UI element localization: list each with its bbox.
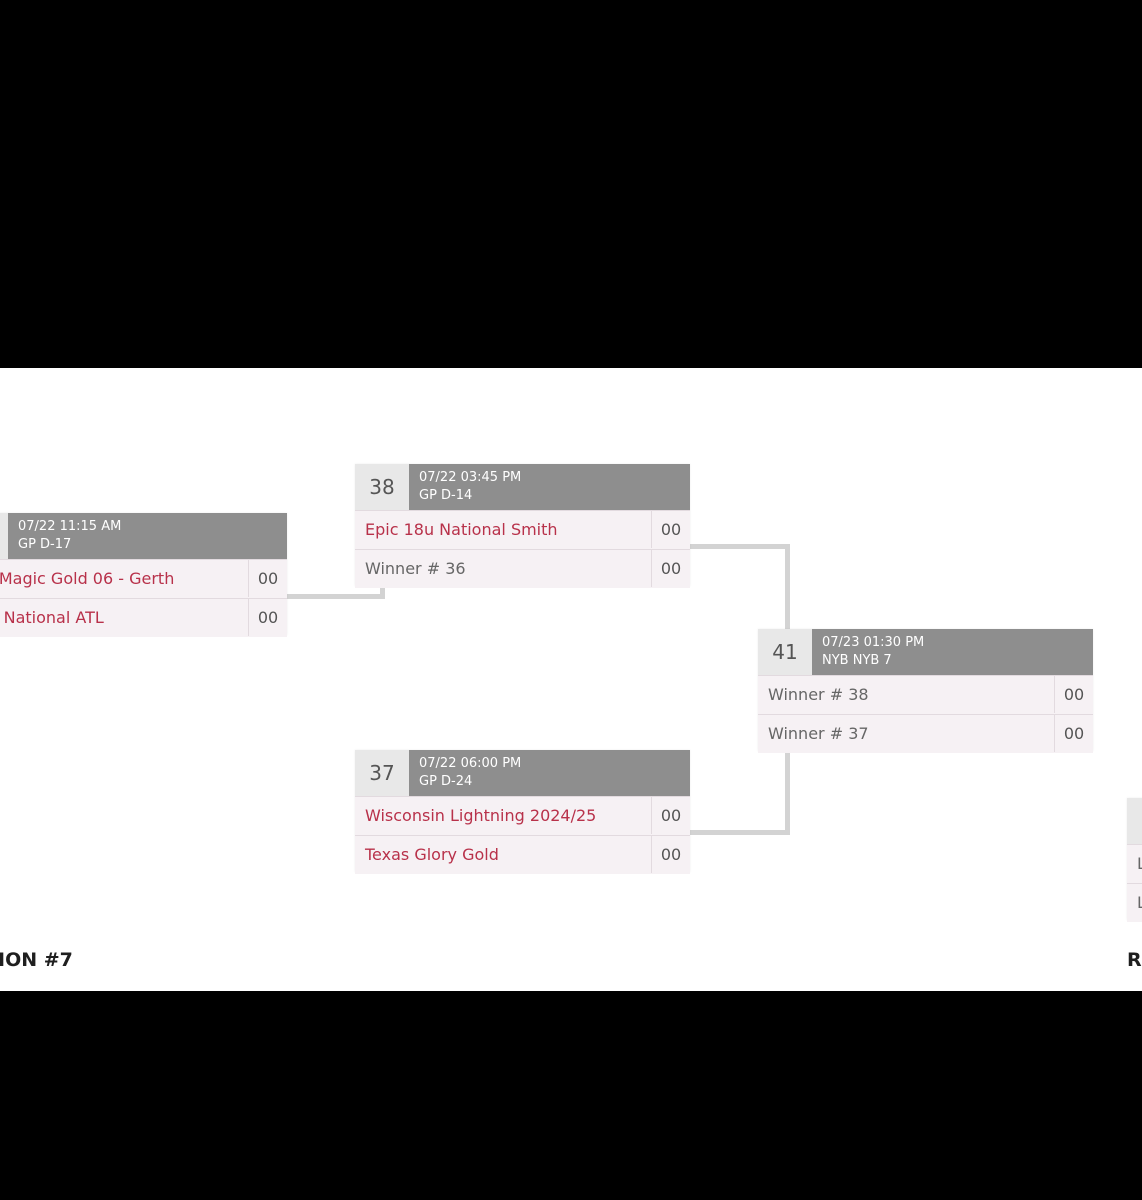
team-score: 00 bbox=[1054, 715, 1093, 752]
team-score: 00 bbox=[651, 550, 690, 587]
team-name[interactable]: Wisconsin Lightning 2024/25 bbox=[365, 806, 597, 825]
team-name[interactable]: Epic 18u National Smith bbox=[365, 520, 558, 539]
match-number: 38 bbox=[355, 464, 409, 510]
team-score: 00 bbox=[651, 836, 690, 873]
team-name: Winner # 37 bbox=[768, 724, 869, 743]
connector-38-v bbox=[785, 544, 790, 630]
match-datetime: 07/22 11:15 AM bbox=[18, 519, 122, 534]
match-location: GP D-17 bbox=[18, 537, 72, 552]
team-name: L bbox=[1137, 893, 1142, 912]
match-card-left[interactable]: 07/22 11:15 AM GP D-17 ana Magic Gold 06… bbox=[0, 513, 287, 637]
team-score: 00 bbox=[248, 560, 287, 597]
team-name[interactable]: hots National ATL bbox=[0, 608, 104, 627]
team-row[interactable]: ana Magic Gold 06 - Gerth 00 bbox=[0, 559, 287, 598]
match-info: 07/22 06:00 PM GP D-24 bbox=[419, 755, 521, 791]
match-number: 41 bbox=[758, 629, 812, 675]
team-name: Winner # 38 bbox=[768, 685, 869, 704]
team-row[interactable]: L bbox=[1127, 844, 1142, 883]
match-location: NYB NYB 7 bbox=[822, 653, 892, 668]
team-row[interactable]: Epic 18u National Smith 00 bbox=[355, 510, 690, 549]
team-row[interactable]: Texas Glory Gold 00 bbox=[355, 835, 690, 874]
match-header: 37 07/22 06:00 PM GP D-24 bbox=[355, 750, 690, 796]
bracket-canvas: 07/22 11:15 AM GP D-17 ana Magic Gold 06… bbox=[0, 368, 1142, 991]
match-location: GP D-14 bbox=[419, 488, 473, 503]
match-card-37[interactable]: 37 07/22 06:00 PM GP D-24 Wisconsin Ligh… bbox=[355, 750, 690, 874]
match-card-41[interactable]: 41 07/23 01:30 PM NYB NYB 7 Winner # 38 … bbox=[758, 629, 1093, 753]
match-header: 41 07/23 01:30 PM NYB NYB 7 bbox=[758, 629, 1093, 675]
match-info: 07/22 03:45 PM GP D-14 bbox=[419, 469, 521, 505]
team-name: L bbox=[1137, 854, 1142, 873]
match-datetime: 07/22 06:00 PM bbox=[419, 756, 522, 771]
match-info: 07/23 01:30 PM NYB NYB 7 bbox=[822, 634, 924, 670]
team-score: 00 bbox=[651, 511, 690, 548]
team-name: Winner # 36 bbox=[365, 559, 466, 578]
team-row[interactable]: Winner # 38 00 bbox=[758, 675, 1093, 714]
match-number bbox=[0, 513, 8, 559]
team-row[interactable]: Winner # 37 00 bbox=[758, 714, 1093, 753]
team-row[interactable]: L bbox=[1127, 883, 1142, 922]
match-card-right-partial[interactable]: L L bbox=[1127, 798, 1142, 922]
connector-37-v bbox=[785, 751, 790, 835]
connector-38-h bbox=[690, 544, 790, 549]
match-card-38[interactable]: 38 07/22 03:45 PM GP D-14 Epic 18u Natio… bbox=[355, 464, 690, 588]
section-label-left: ION #7 bbox=[0, 949, 73, 971]
match-info: 07/22 11:15 AM GP D-17 bbox=[18, 518, 121, 554]
match-header: 07/22 11:15 AM GP D-17 bbox=[0, 513, 287, 559]
connector-37-h bbox=[690, 830, 790, 835]
match-header bbox=[1127, 798, 1142, 844]
team-row[interactable]: hots National ATL 00 bbox=[0, 598, 287, 637]
team-name[interactable]: Texas Glory Gold bbox=[365, 845, 499, 864]
team-score: 00 bbox=[651, 797, 690, 834]
match-datetime: 07/23 01:30 PM bbox=[822, 635, 925, 650]
match-header: 38 07/22 03:45 PM GP D-14 bbox=[355, 464, 690, 510]
team-name[interactable]: ana Magic Gold 06 - Gerth bbox=[0, 569, 175, 588]
team-score: 00 bbox=[1054, 676, 1093, 713]
connector-left-to-38-v bbox=[380, 585, 385, 599]
connector-left-to-38-h1 bbox=[287, 594, 385, 599]
team-row[interactable]: Wisconsin Lightning 2024/25 00 bbox=[355, 796, 690, 835]
team-score: 00 bbox=[248, 599, 287, 636]
team-row[interactable]: Winner # 36 00 bbox=[355, 549, 690, 588]
match-datetime: 07/22 03:45 PM bbox=[419, 470, 522, 485]
match-location: GP D-24 bbox=[419, 774, 473, 789]
section-label-right: R bbox=[1127, 949, 1142, 971]
match-number: 37 bbox=[355, 750, 409, 796]
